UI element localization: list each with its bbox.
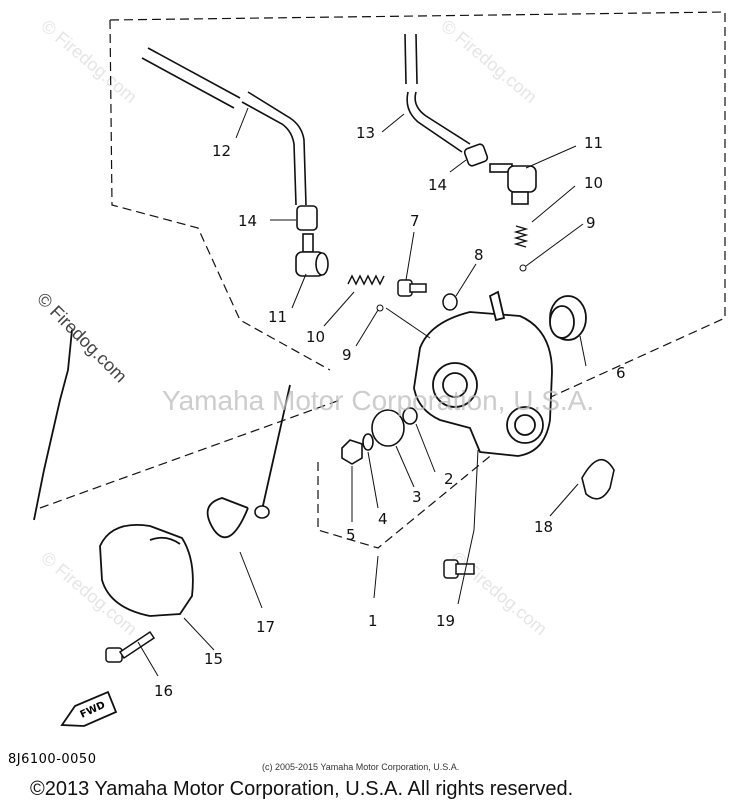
collar-part-2 [402,407,418,425]
callout-7: 7 [410,212,420,230]
elbow-fitting-11-right [489,163,537,205]
callout-17: 17 [256,618,275,636]
group-outline-lower [39,399,501,549]
washer-part-8 [442,293,458,311]
footer-copyright: ©2013 Yamaha Motor Corporation, U.S.A. A… [30,778,574,800]
bolt-part-7 [397,279,427,297]
firedog-watermark: © Firedog.com [447,548,550,639]
oil-seal-part-6 [549,295,587,341]
leader-lines [137,107,587,677]
forward-arrow: FWD [60,690,118,727]
group-outline [109,11,726,421]
oil-pump-body [413,290,553,457]
diagram-code: 8J6100-0050 [8,752,97,767]
ball-part-9-left [376,304,384,312]
callout-2: 2 [444,470,454,488]
callout-11-right: 11 [584,134,603,152]
yamaha-watermark: Yamaha Motor Corporation, U.S.A. [162,385,594,416]
firedog-watermark-dark: © Firedog.com [33,289,131,387]
pump-cover-part-15 [99,524,194,617]
callout-3: 3 [412,488,422,506]
callout-11-left: 11 [268,308,287,326]
cable-left [33,329,73,521]
bolt-part-16 [105,630,156,663]
callout-4: 4 [378,510,388,528]
pump-lever-part-3 [371,409,405,447]
cable-part-17 [206,384,291,539]
callout-12: 12 [212,142,231,160]
washer-part-4 [362,433,374,451]
callout-13: 13 [356,124,375,142]
callout-15: 15 [204,650,223,668]
nut-part-5 [341,439,363,465]
callout-18: 18 [534,518,553,536]
elbow-fitting-11-left [295,233,329,277]
callout-14-left: 14 [238,212,257,230]
joint-part-14-right [463,143,489,167]
callout-6: 6 [616,364,626,382]
small-copyright: (c) 2005-2015 Yamaha Motor Corporation, … [262,762,460,772]
spring-part-10-right [513,225,529,248]
joint-part-14-left [296,205,318,231]
gasket-part-18 [581,459,615,500]
callout-9-right: 9 [586,214,596,232]
callout-8: 8 [474,246,484,264]
callout-14-right: 14 [428,176,447,194]
hose-part-12 [141,47,307,206]
cable-end [254,505,270,519]
callout-10-left: 10 [306,328,325,346]
firedog-watermark: © Firedog.com [437,16,540,107]
callout-5: 5 [346,526,356,544]
callout-10-right: 10 [584,174,603,192]
callout-16: 16 [154,682,173,700]
bolt-part-19 [443,559,475,579]
spring-part-10-left [347,274,385,286]
firedog-watermark: © Firedog.com [37,16,140,107]
callout-19: 19 [436,612,455,630]
callout-9-left: 9 [342,346,352,364]
ball-part-9-right [519,264,527,272]
hose-part-13 [404,33,471,153]
callout-1: 1 [368,612,378,630]
callout-numbers: 12 13 14 14 11 11 10 10 9 9 7 8 6 2 3 4 … [154,124,626,700]
